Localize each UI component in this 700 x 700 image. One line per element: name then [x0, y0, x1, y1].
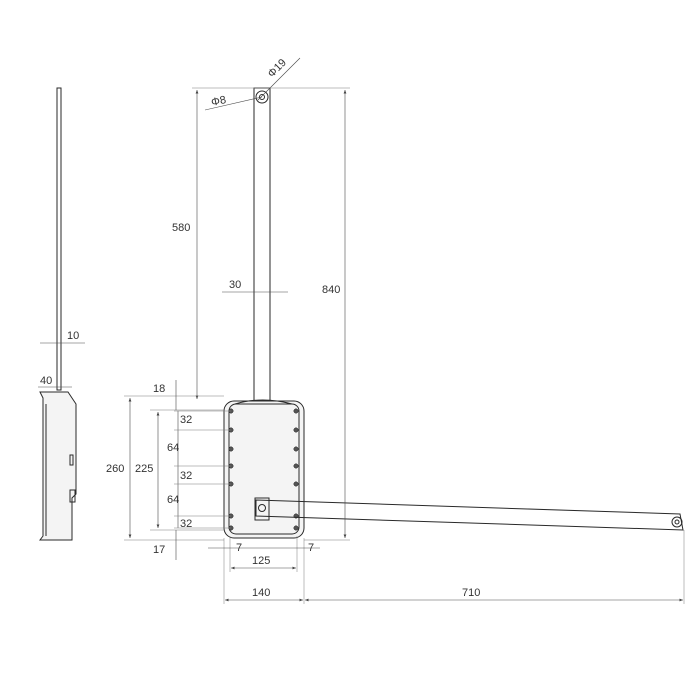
dim-30-label: 30	[229, 279, 241, 291]
dim-64b-label: 64	[167, 494, 179, 506]
arm-end-hole-inner	[674, 519, 680, 525]
dim-32c-label: 32	[180, 518, 192, 530]
side-view-housing	[39, 391, 77, 541]
dim-580-label: 580	[172, 222, 190, 234]
dim-32a-label: 32	[180, 414, 192, 426]
horizontal-arm	[255, 499, 684, 531]
dim-125-label: 125	[252, 555, 270, 567]
dim-40-label: 40	[40, 375, 52, 387]
dim-64a-label: 64	[167, 442, 179, 454]
side-view: 10 40	[38, 87, 85, 541]
dim-225-label: 225	[135, 463, 153, 475]
dim-d19-label: Φ19	[266, 57, 289, 80]
mounting-holes	[228, 408, 299, 531]
dim-7a-label: 7	[236, 542, 242, 554]
dim-260-label: 260	[106, 463, 124, 475]
dim-18-label: 18	[153, 383, 165, 395]
dimensions: Φ19 Φ8 580 840 30 18 260 225	[106, 57, 685, 604]
dim-140-label: 140	[252, 587, 270, 599]
dim-d8-leader	[204, 96, 263, 111]
housing-body	[223, 400, 305, 539]
dim-7b-label: 7	[308, 542, 314, 554]
pivot-hole-outer	[255, 90, 269, 104]
dim-17-label: 17	[153, 544, 165, 556]
dim-d8-label: Φ8	[210, 94, 227, 109]
dim-840-label: 840	[322, 284, 340, 296]
side-view-post	[56, 87, 62, 391]
arm-end-hole-outer	[671, 516, 683, 528]
dim-d19-leader	[257, 57, 301, 101]
dim-710-label: 710	[462, 587, 480, 599]
dim-32b-label: 32	[180, 470, 192, 482]
pivot-hole-inner	[259, 94, 265, 100]
front-view	[223, 87, 684, 539]
dim-10-label: 10	[67, 330, 79, 342]
